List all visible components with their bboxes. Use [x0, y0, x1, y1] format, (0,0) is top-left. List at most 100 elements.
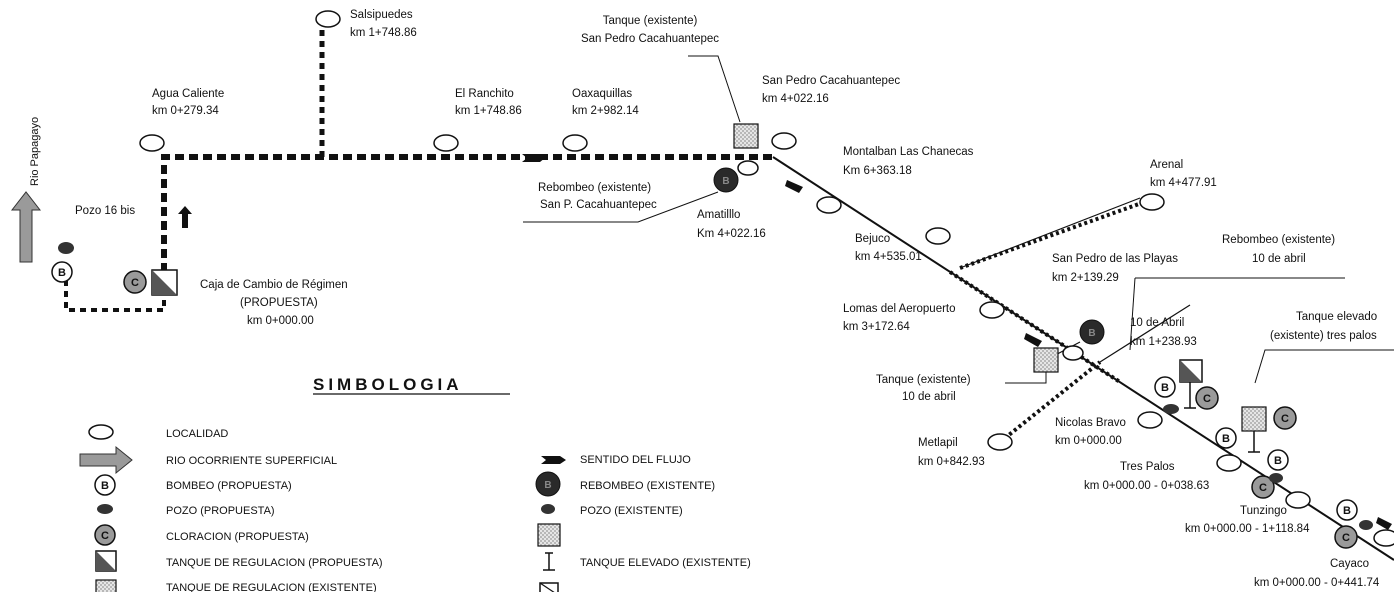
legend-tanque-reg-prop: TANQUE DE REGULACION (PROPUESTA): [166, 557, 383, 569]
cloracion-2: C: [1273, 406, 1297, 430]
svg-text:C: C: [1259, 482, 1267, 494]
pozo-existente-3: [1359, 520, 1373, 530]
arenal-branch: [959, 198, 1151, 270]
legend-pozo-prop: POZO (PROPUESTA): [166, 505, 275, 517]
bombeo-propuesta-3: [1267, 449, 1289, 471]
legend-cloracion-icon: C: [94, 524, 116, 546]
metlapil-branch: [998, 360, 1102, 444]
agua-caliente-km: km 0+279.34: [152, 105, 219, 117]
localidad-metlapil: [987, 433, 1013, 451]
tres-palos-name: Tres Palos: [1120, 461, 1175, 473]
bombeo-propuesta-4: [1336, 499, 1358, 521]
amatillo-km: Km 4+022.16: [697, 228, 766, 240]
cayaco-name: Cayaco: [1330, 558, 1369, 570]
el-ranchito-name: El Ranchito: [455, 88, 514, 100]
tanque-existente-spc: [733, 123, 759, 149]
metlapil-name: Metlapil: [918, 437, 958, 449]
localidad-lomas: [979, 301, 1005, 319]
legend-sentido-icon: [541, 456, 566, 464]
svg-text:B: B: [1088, 328, 1095, 339]
montalban-branch: [959, 197, 1141, 269]
bombeo-propuesta-pozo16: [51, 261, 73, 283]
localidad-arenal: [1139, 193, 1165, 211]
diagonal-dotted: [948, 270, 1122, 384]
cayaco-km: km 0+000.00 - 0+441.74: [1254, 577, 1380, 589]
rebombeo-10-label-2: 10 de abril: [1252, 253, 1306, 265]
caja-cambio-regimen: [151, 269, 178, 296]
agua-caliente-name: Agua Caliente: [152, 88, 224, 100]
legend-tanque-exist-icon: [537, 523, 561, 547]
rebombeo-spc-label-1: Rebombeo (existente): [538, 182, 651, 194]
legend-tanque-reg-exist: TANQUE DE REGULACION (EXISTENTE): [166, 582, 377, 592]
nicolas-km: km 0+000.00: [1055, 435, 1122, 447]
montalban-km: Km 6+363.18: [843, 165, 912, 177]
legend-rebombeo: REBOMBEO (EXISTENTE): [580, 480, 715, 492]
cloracion-4: C: [1334, 525, 1358, 549]
cloracion-1: C: [1195, 386, 1219, 410]
metlapil-km: km 0+842.93: [918, 456, 985, 468]
cloracion-caja: C: [123, 270, 147, 294]
el-ranchito-km: km 1+748.86: [455, 105, 522, 117]
pozo-existente-2: [1269, 473, 1283, 483]
rebombeo-existente-spc: B: [713, 167, 739, 193]
localidad-montalban: [816, 196, 842, 214]
legend-rio-icon: [79, 445, 133, 475]
bejuco-name: Bejuco: [855, 233, 890, 245]
tanque-existente-10: [1033, 347, 1059, 373]
diez-abril-name: 10 de Abril: [1130, 317, 1184, 329]
diagonal-pipeline: [772, 156, 1394, 561]
svg-text:B: B: [544, 480, 551, 491]
tunzingo-name: Tunzingo: [1240, 505, 1287, 517]
salsipuedes-km: km 1+748.86: [350, 27, 417, 39]
bejuco-km: km 4+535.01: [855, 251, 922, 263]
localidad-el-ranchito: [433, 134, 459, 152]
legend-tanque-reg-prop-icon: [95, 550, 117, 572]
bombeo-propuesta-1: [1154, 376, 1176, 398]
svg-text:C: C: [1342, 532, 1350, 544]
spp-km: km 2+139.29: [1052, 272, 1119, 284]
lomas-name: Lomas del Aeropuerto: [843, 303, 956, 315]
legend-cloracion: CLORACION (PROPUESTA): [166, 531, 309, 543]
tanque-10-label-2: 10 de abril: [902, 391, 956, 403]
legend: SIMBOLOGIA LOCALIDAD RIO OCORRIENTE SUPE…: [79, 375, 751, 596]
arenal-km: km 4+477.91: [1150, 177, 1217, 189]
pipelines: [64, 28, 1394, 561]
diez-abril-km: km 1+238.93: [1130, 336, 1197, 348]
legend-tanque-reg-exist-icon: [95, 579, 117, 595]
river-arrow: [10, 191, 42, 263]
salsipuedes-name: Salsipuedes: [350, 9, 413, 21]
localidad-10-abril: [1062, 345, 1084, 361]
river-label: Rio Papagayo: [29, 117, 41, 186]
bombeo-propuesta-2: [1215, 427, 1237, 449]
tanque-spc-label-1: Tanque (existente): [603, 15, 698, 27]
main-pipeline: [161, 154, 773, 286]
legend-bombeo-icon: [94, 474, 116, 496]
legend-tanque-elev: TANQUE ELEVADO (EXISTENTE): [580, 557, 751, 569]
caja-label-1: Caja de Cambio de Régimen: [200, 279, 348, 291]
rebombeo-spc-label-2: San P. Cacahuantepec: [540, 199, 657, 211]
pozo16-label: Pozo 16 bis: [75, 205, 135, 217]
spc-name: San Pedro Cacahuantepec: [762, 75, 900, 87]
legend-bombeo: BOMBEO (PROPUESTA): [166, 480, 292, 492]
svg-text:B: B: [722, 176, 729, 187]
localidad-tres-palos: [1216, 454, 1242, 472]
tunzingo-km: km 0+000.00 - 1+118.84: [1185, 523, 1310, 535]
rebombeo-existente-10: B: [1079, 319, 1105, 345]
spp-name: San Pedro de las Playas: [1052, 253, 1178, 265]
legend-pozo-exist-icon: [541, 504, 555, 514]
nicolas-name: Nicolas Bravo: [1055, 417, 1126, 429]
rebombeo-10-label-1: Rebombeo (existente): [1222, 234, 1335, 246]
tanque-elev-label-2: (existente) tres palos: [1270, 330, 1377, 342]
cloracion-3: C: [1251, 475, 1275, 499]
amatillo-name: Amatilllo: [697, 209, 740, 221]
svg-text:C: C: [1203, 393, 1211, 405]
tanque-elev-stand-1: [1184, 382, 1196, 409]
localidad-cayaco: [1373, 529, 1394, 547]
legend-pozo-prop-icon: [97, 504, 113, 514]
legend-pozo-exist: POZO (EXISTENTE): [580, 505, 683, 517]
pozo-existente-16: [58, 242, 74, 254]
spc-km: km 4+022.16: [762, 93, 829, 105]
legend-rio: RIO OCORRIENTE SUPERFICIAL: [166, 455, 337, 467]
tanque-elev-label-1: Tanque elevado: [1296, 311, 1377, 323]
